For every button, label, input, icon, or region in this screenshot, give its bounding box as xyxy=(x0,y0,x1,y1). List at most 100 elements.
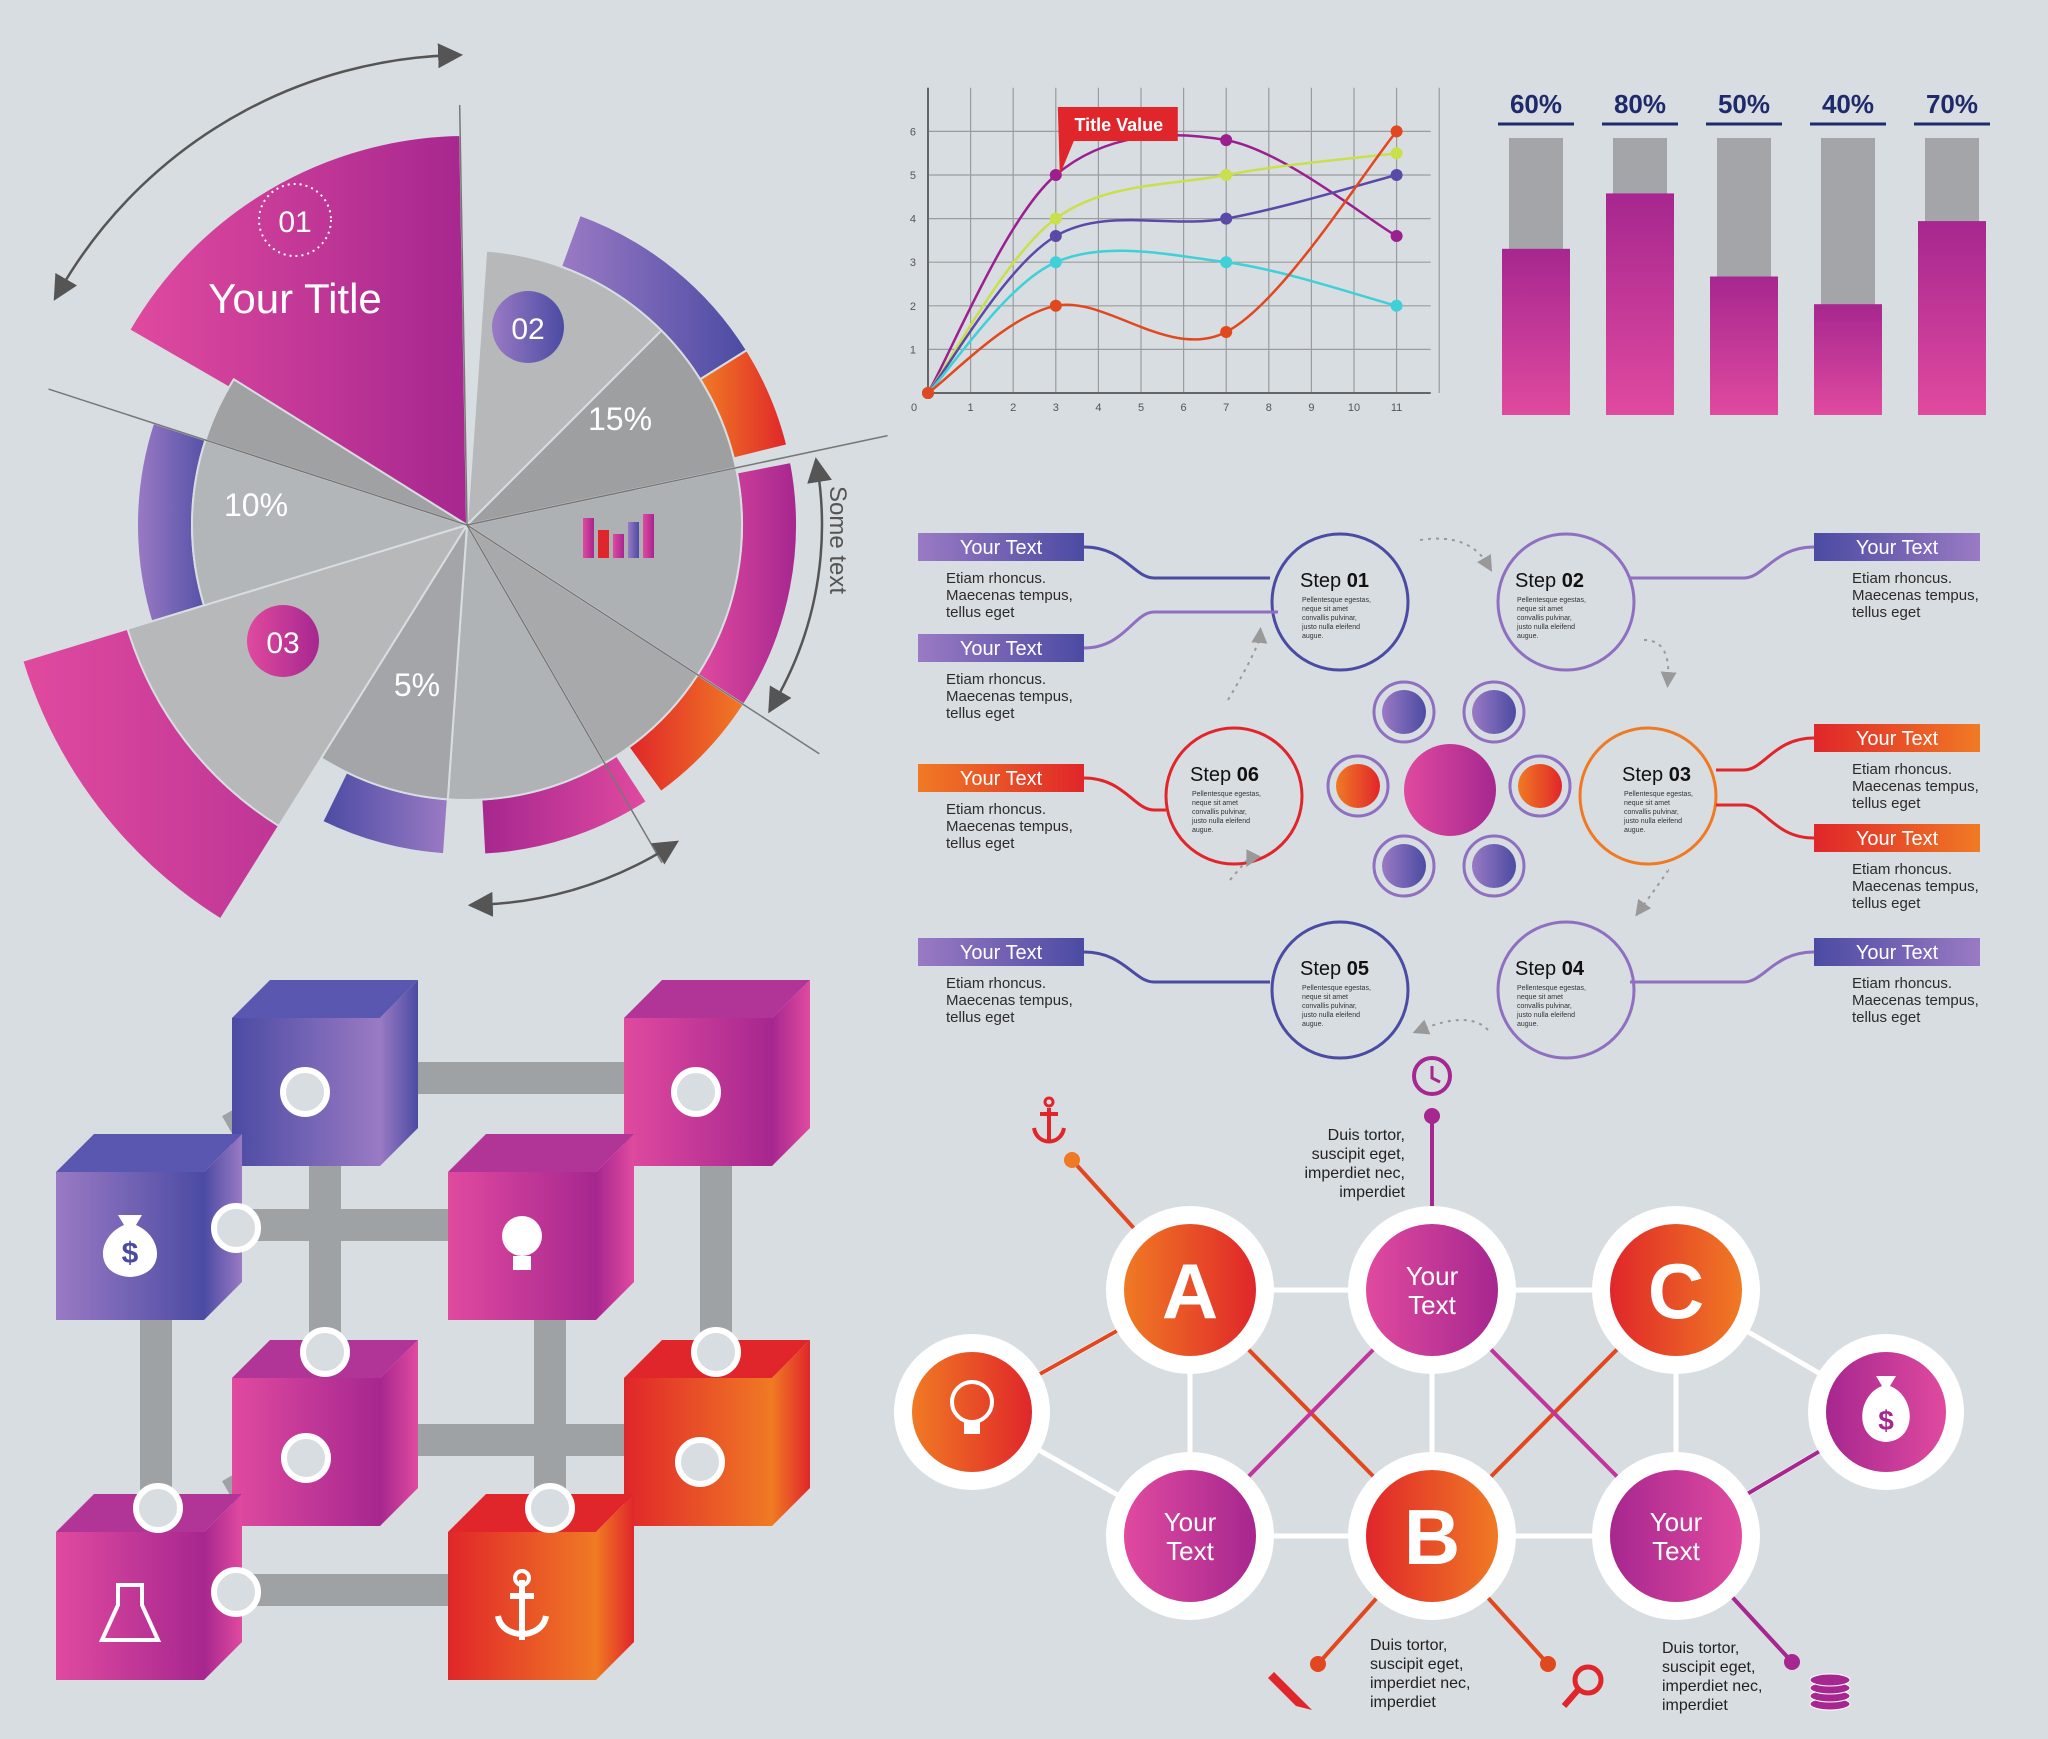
tag-body-line: Etiam rhoncus. xyxy=(946,570,1046,587)
line-point xyxy=(1220,212,1233,225)
pie-slice-4 xyxy=(466,524,700,765)
tag-body-line: Etiam rhoncus. xyxy=(946,975,1046,992)
joint-ring xyxy=(281,1433,331,1483)
step-description-line: Pellentesque egestas, xyxy=(1192,791,1261,798)
step-description-line: justo nulla eleifend xyxy=(1301,1012,1360,1019)
anchor-icon xyxy=(1382,844,1426,888)
your-text-line-2: Text xyxy=(1166,1536,1214,1566)
cube-front-right-top-side xyxy=(596,1134,634,1320)
team-icon xyxy=(1404,744,1496,836)
bar-chart: 60%80%50%40%70% xyxy=(1498,89,1990,415)
step-word: Step xyxy=(1515,958,1562,980)
step-word: Step xyxy=(1190,764,1237,786)
letter-C: C xyxy=(1648,1247,1704,1335)
note-bottom-right-line: imperdiet xyxy=(1662,1697,1728,1714)
note-bottom-left-line: Duis tortor, xyxy=(1370,1637,1447,1654)
your-text-line-2: Text xyxy=(1652,1536,1700,1566)
step-bubble-3 xyxy=(1578,726,1718,866)
tag-body-line: tellus eget xyxy=(946,1009,1015,1026)
tag-body-line: Maecenas tempus, xyxy=(1852,778,1979,795)
step-word: Step xyxy=(1300,958,1347,980)
tag-connector xyxy=(1083,610,1278,650)
y-tick-label: 4 xyxy=(910,214,916,226)
cube-network: $ xyxy=(56,980,810,1680)
step-description-line: Pellentesque egestas, xyxy=(1517,597,1586,604)
note-bottom-right-line: suscipit eget, xyxy=(1662,1659,1755,1676)
tag-body-line: tellus eget xyxy=(1852,1009,1921,1026)
tag-label-box-1 xyxy=(918,533,1084,561)
badge-03-text: 03 xyxy=(266,627,299,660)
line-point xyxy=(1049,169,1062,181)
clock-icon xyxy=(1412,1056,1452,1096)
line-point xyxy=(1220,256,1233,269)
lightbulb-icon xyxy=(502,1216,542,1256)
step-description-line: augue. xyxy=(1624,827,1645,834)
x-tick-label: 6 xyxy=(1181,402,1187,414)
link-end-dot xyxy=(1064,1152,1080,1168)
letter-B: B xyxy=(1404,1493,1460,1581)
dotted-arrow xyxy=(1229,849,1261,881)
step-description-line: justo nulla eleifend xyxy=(1623,818,1682,825)
step-word: Step xyxy=(1515,570,1562,592)
step-bubble-4 xyxy=(1496,920,1636,1060)
pie-slice-2 xyxy=(463,329,738,527)
y-tick-label: 1 xyxy=(910,344,916,356)
joint-ring xyxy=(525,1483,575,1533)
percent-5: 5% xyxy=(394,667,440,703)
your-text-line-1: Your xyxy=(1164,1507,1217,1537)
tag-connector xyxy=(1083,545,1270,580)
line-point xyxy=(1049,212,1062,225)
pie-arrow-bottom-left xyxy=(467,889,573,917)
node-your-text-left xyxy=(1124,1470,1256,1602)
joint-ring xyxy=(671,1067,721,1117)
tag-body-line: Maecenas tempus, xyxy=(1852,878,1979,895)
node-your-text-top xyxy=(1366,1224,1498,1356)
note-bottom-left-line: imperdiet xyxy=(1370,1694,1436,1711)
step-number: 05 xyxy=(1347,958,1369,980)
tag-connector xyxy=(1630,950,1815,984)
bar xyxy=(1918,221,1986,415)
pie-divider-2 xyxy=(466,434,888,526)
step-description-line: neque sit amet xyxy=(1192,800,1238,807)
dollar-sign: $ xyxy=(122,1237,139,1270)
cube-front-left-top-top xyxy=(56,1134,242,1172)
joint-ring xyxy=(211,1203,261,1253)
lightbulb-icon xyxy=(1382,690,1426,734)
note-top-line: imperdiet xyxy=(1339,1184,1405,1201)
step-title-2: Step 02 xyxy=(1515,570,1584,592)
pie-divider-1 xyxy=(458,105,468,526)
step-number: 01 xyxy=(1347,570,1369,592)
node-b xyxy=(1366,1470,1498,1602)
tag-label-text: Your Text xyxy=(1856,828,1939,850)
coin-stack-icon xyxy=(1809,1673,1851,1687)
bar xyxy=(1502,248,1570,415)
step-description-line: neque sit amet xyxy=(1624,800,1670,807)
pie-title: Your Title xyxy=(208,275,382,322)
tag-body-line: tellus eget xyxy=(946,604,1015,621)
tag-connector xyxy=(1630,545,1815,580)
clock-hands xyxy=(1430,1066,1441,1084)
flask-icon xyxy=(1518,764,1562,808)
tag-body-line: tellus eget xyxy=(946,705,1015,722)
bar-label: 70% xyxy=(1926,89,1978,119)
cube-back-right-top-side xyxy=(772,980,810,1166)
magnifier-handle xyxy=(1561,1688,1581,1708)
tag-body-line: Etiam rhoncus. xyxy=(1852,761,1952,778)
line-point xyxy=(1049,299,1062,312)
step-description-line: justo nulla eleifend xyxy=(1516,1012,1575,1019)
magnifier-icon xyxy=(1572,1664,1604,1696)
step-description-line: convallis pulvinar, xyxy=(1192,809,1247,816)
line-series-3 xyxy=(927,173,1397,394)
tag-body-line: Maecenas tempus, xyxy=(946,818,1073,835)
cube-back-left-top-side xyxy=(380,980,418,1166)
step-description-line: Pellentesque egestas, xyxy=(1517,985,1586,992)
x-tick-label: 4 xyxy=(1095,402,1101,414)
line-point xyxy=(1049,256,1062,269)
tag-label-box-4 xyxy=(918,938,1084,966)
note-top-line: Duis tortor, xyxy=(1328,1127,1405,1144)
percent-15: 15% xyxy=(588,401,652,437)
pie-arrow-top-right xyxy=(245,43,464,112)
step-word: Step xyxy=(1300,570,1347,592)
step-number: 04 xyxy=(1562,958,1585,980)
